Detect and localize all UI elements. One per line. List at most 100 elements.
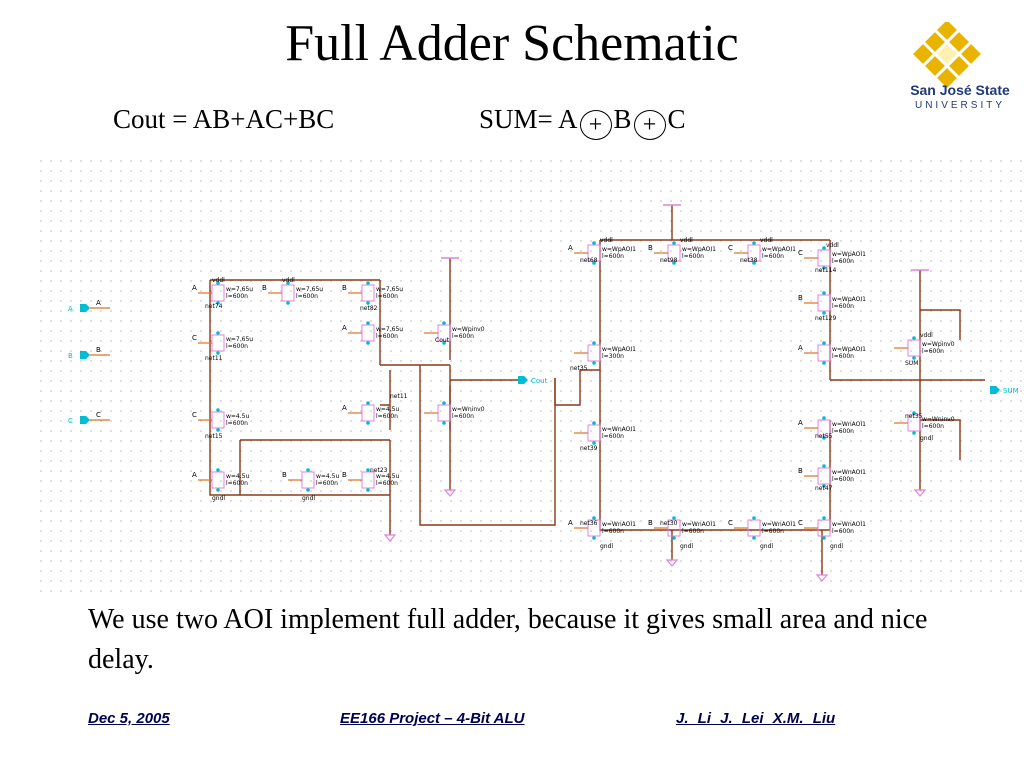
width-label: w=WnAOI1	[832, 521, 866, 528]
logo-subtitle: UNIVERSITY	[914, 100, 1005, 111]
width-label: w=Wpinv0	[452, 326, 485, 333]
terminal-dot	[366, 421, 370, 425]
width-label: w=4.5u	[376, 473, 399, 480]
output-pin-icon	[990, 386, 1000, 394]
terminal-dot	[912, 356, 916, 360]
input-wire-label: A	[96, 299, 101, 307]
net-label: SUM	[905, 360, 918, 367]
terminal-dot	[286, 301, 290, 305]
terminal-dot	[672, 261, 676, 265]
terminal-dot	[822, 416, 826, 420]
terminal-dot	[672, 536, 676, 540]
sum-eq-middle: B	[613, 104, 632, 134]
output-pin-icon	[518, 376, 528, 384]
terminal-dot	[216, 428, 220, 432]
length-label: l=600n	[296, 293, 318, 300]
gnd-label: gndl	[212, 495, 225, 502]
length-label: l=600n	[376, 480, 398, 487]
terminal-dot	[752, 536, 756, 540]
width-label: w=7.65u	[226, 286, 253, 293]
gate-label: B	[798, 294, 803, 302]
terminal-dot	[912, 336, 916, 340]
terminal-dot	[216, 281, 220, 285]
width-label: w=7.65u	[296, 286, 323, 293]
width-label: w=Wninv0	[922, 416, 955, 423]
input-pin-label: B	[68, 352, 73, 360]
logo-name: San José State	[910, 82, 1010, 98]
terminal-dot	[822, 311, 826, 315]
cout-equation: Cout = AB+AC+BC	[113, 104, 335, 134]
net-label: net82	[360, 305, 378, 312]
terminal-dot	[366, 401, 370, 405]
width-label: w=WnAOI1	[682, 521, 716, 528]
width-label: w=WpAOI1	[832, 251, 866, 258]
terminal-dot	[442, 341, 446, 345]
net-label: net74	[205, 303, 223, 310]
width-label: w=WpAOI1	[602, 346, 636, 353]
gnd-label: gndl	[920, 435, 933, 442]
width-label: w=WnAOI1	[602, 521, 636, 528]
width-label: w=7.65u	[226, 336, 253, 343]
length-label: l=600n	[452, 333, 474, 340]
terminal-dot	[752, 241, 756, 245]
gate-label: A	[192, 471, 197, 479]
ground-symbol-icon	[443, 489, 457, 497]
length-label: l=600n	[226, 480, 248, 487]
vdd-label: vddl	[600, 237, 613, 244]
xor-icon: +	[579, 110, 612, 140]
net-label: net98	[660, 257, 678, 264]
footer-authors: J. Li J. Lei X.M. Liu	[676, 710, 836, 727]
width-label: w=WpAOI1	[832, 346, 866, 353]
width-label: w=4.5u	[316, 473, 339, 480]
gate-label: B	[342, 471, 347, 479]
terminal-dot	[442, 401, 446, 405]
gate-label: C	[728, 244, 733, 252]
length-label: l=600n	[922, 348, 944, 355]
length-label: l=600n	[452, 413, 474, 420]
terminal-dot	[216, 331, 220, 335]
terminal-dot	[822, 266, 826, 270]
terminal-dot	[822, 436, 826, 440]
length-label: l=600n	[832, 476, 854, 483]
terminal-dot	[822, 484, 826, 488]
width-label: w=WpAOI1	[602, 246, 636, 253]
input-pin-icon	[80, 416, 90, 424]
ground-symbol-icon	[383, 534, 397, 542]
gate-label: A	[342, 324, 347, 332]
terminal-dot	[822, 246, 826, 250]
output-pin-label: SUM	[1003, 387, 1019, 395]
length-label: l=600n	[762, 528, 784, 535]
xor-icon: +	[633, 110, 666, 140]
gate-label: B	[798, 467, 803, 475]
terminal-dot	[822, 464, 826, 468]
net-label: net114	[815, 267, 836, 274]
width-label: w=Wpinv0	[922, 341, 955, 348]
terminal-dot	[822, 341, 826, 345]
terminal-dot	[592, 516, 596, 520]
gate-label: C	[728, 519, 733, 527]
net-label: net23	[370, 467, 388, 474]
net-label: net11	[390, 393, 408, 400]
gnd-label: gndl	[600, 543, 613, 550]
gate-label: C	[798, 249, 803, 257]
footer-project: EE166 Project – 4-Bit ALU	[340, 710, 525, 727]
length-label: l=600n	[922, 423, 944, 430]
length-label: l=600n	[376, 293, 398, 300]
sum-eq-suffix: C	[667, 104, 686, 134]
gate-label: C	[192, 411, 197, 419]
terminal-dot	[672, 241, 676, 245]
